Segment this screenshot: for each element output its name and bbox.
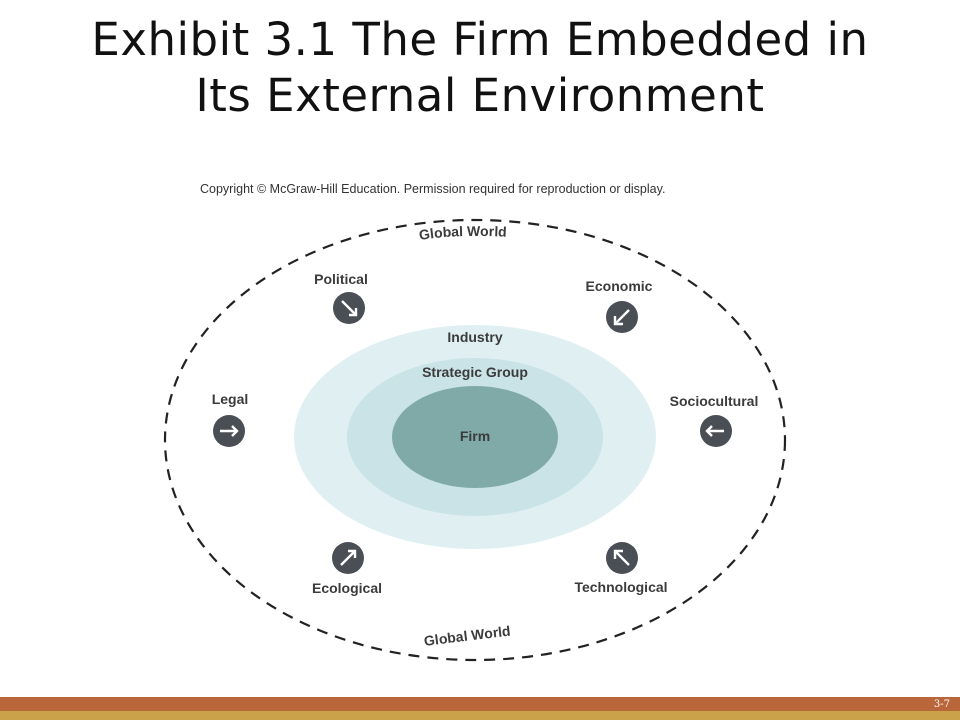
- industry-label: Industry: [447, 329, 502, 345]
- force-political: Political: [314, 271, 368, 324]
- global-world-boundary: [163, 218, 787, 662]
- strategic-group-label: Strategic Group: [422, 364, 528, 380]
- arrow-down-right-icon: [333, 292, 365, 324]
- force-technological: Technological: [574, 542, 668, 595]
- firm-label: Firm: [460, 428, 490, 444]
- slide-title-line1: Exhibit 3.1 The Firm Embedded in: [91, 13, 869, 66]
- arrow-down-left-icon: [606, 301, 638, 333]
- force-sociocultural: Sociocultural: [670, 393, 759, 447]
- page-number: 3-7: [933, 699, 950, 710]
- force-economic: Economic: [586, 278, 653, 333]
- footer-accent-line: [0, 711, 960, 720]
- force-ecological: Ecological: [312, 542, 382, 596]
- arrow-up-left-icon: [606, 542, 638, 574]
- arrow-left-icon: [700, 415, 732, 447]
- arrow-right-icon: [213, 415, 245, 447]
- sociocultural-label: Sociocultural: [670, 393, 759, 409]
- legal-label: Legal: [212, 391, 249, 407]
- slide-title: Exhibit 3.1 The Firm Embedded in Its Ext…: [0, 12, 960, 124]
- political-label: Political: [314, 271, 368, 287]
- copyright-notice: Copyright © McGraw-Hill Education. Permi…: [200, 182, 666, 196]
- economic-label: Economic: [586, 278, 653, 294]
- global-world-bottom-label: Global World: [423, 623, 511, 649]
- ecological-label: Ecological: [312, 580, 382, 596]
- arrow-up-right-icon: [332, 542, 364, 574]
- technological-label: Technological: [574, 579, 667, 595]
- force-legal: Legal: [212, 391, 249, 447]
- footer-bar: [0, 697, 960, 711]
- global-world-top-label: Global World: [418, 223, 507, 243]
- slide-title-line2: Its External Environment: [195, 69, 765, 122]
- firm-core: [392, 386, 558, 488]
